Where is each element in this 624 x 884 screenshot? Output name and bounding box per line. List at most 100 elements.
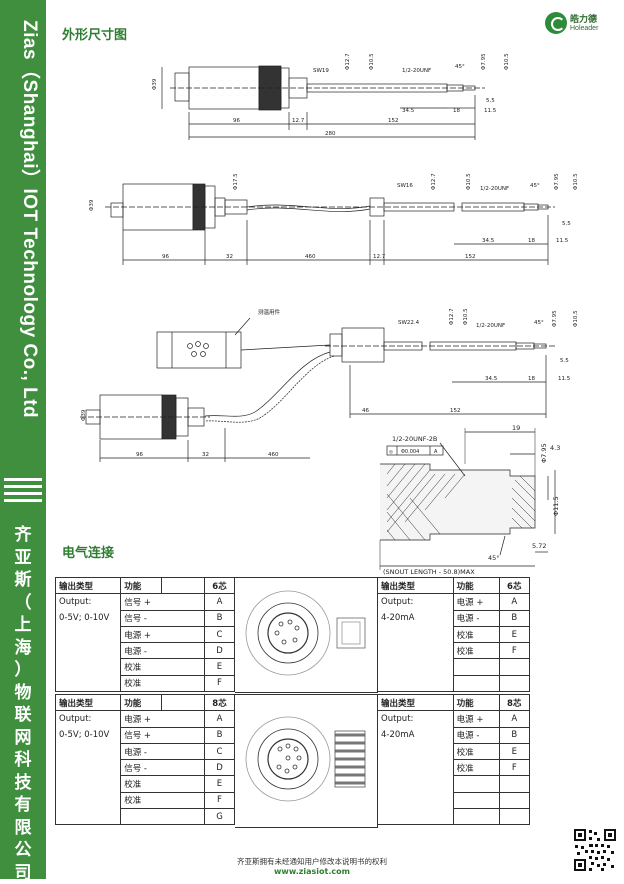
svg-text:Φ11.5: Φ11.5 xyxy=(552,496,560,516)
dim-d105b: Φ10.5 xyxy=(504,53,510,70)
svg-text:46: 46 xyxy=(362,408,369,414)
svg-text:152: 152 xyxy=(450,408,461,414)
company-name-char: 斯 xyxy=(6,569,40,592)
company-name-chinese: 齐亚斯（上海）物联网科技有限公司 xyxy=(6,524,40,884)
company-name-char: （ xyxy=(6,592,40,615)
drawing-2: Φ39 Φ17.5 SW16 Φ12.7 Φ10.5 1/2-20UNF 45°… xyxy=(89,173,579,265)
company-logo: 皓力德 Holeader xyxy=(545,12,620,36)
dim-d795: Φ7.95 xyxy=(481,53,487,70)
dim-5.5: 5.5 xyxy=(486,98,495,104)
section-title-dimensions: 外形尺寸图 xyxy=(62,24,127,43)
svg-text:32: 32 xyxy=(202,452,209,458)
logo-chinese: 皓力德 xyxy=(570,12,597,25)
svg-text:Φ17.5: Φ17.5 xyxy=(233,173,239,190)
dim-sw: SW19 xyxy=(313,68,329,74)
logo-mark-icon xyxy=(545,12,567,34)
dim-12.7: 12.7 xyxy=(292,118,305,124)
svg-text:11.5: 11.5 xyxy=(556,238,569,244)
svg-text:Φ0.004: Φ0.004 xyxy=(401,449,419,455)
sidebar: Zias（Shanghai）IOT Technology Co., Ltd 齐亚… xyxy=(0,0,46,879)
sidebar-stripes xyxy=(4,478,42,506)
svg-text:5.5: 5.5 xyxy=(562,221,571,227)
company-name-char: 网 xyxy=(6,727,40,750)
svg-text:18: 18 xyxy=(528,376,535,382)
connector-6pin-image xyxy=(235,577,378,693)
svg-text:460: 460 xyxy=(268,452,279,458)
svg-text:460: 460 xyxy=(305,254,316,260)
svg-text:4.3: 4.3 xyxy=(550,444,560,452)
svg-text:Φ7.95: Φ7.95 xyxy=(554,173,560,190)
svg-text:Φ10.5: Φ10.5 xyxy=(466,173,472,190)
drawing-3: 测温用件 SW22.4 Φ12.7 Φ10.5 1/2-20UNF 45° Φ7… xyxy=(80,308,579,462)
svg-text:1/2-20UNF: 1/2-20UNF xyxy=(480,186,509,192)
svg-text:152: 152 xyxy=(465,254,476,260)
logo-english: Holeader xyxy=(570,25,598,32)
svg-text:Φ39: Φ39 xyxy=(81,409,87,421)
company-name-char: 有 xyxy=(6,794,40,817)
dimension-drawings: Φ39 SW19 Φ12.7 Φ10.5 1/2-20UNF 45° Φ7.95… xyxy=(55,45,620,580)
svg-text:测温用件: 测温用件 xyxy=(258,308,281,316)
dim-d127: Φ12.7 xyxy=(345,53,351,70)
drawing-4-port-detail: ◎ Φ0.004 A 1/2-20UNF-2B 19 4.3 Φ7.95 Φ11… xyxy=(380,424,560,576)
svg-text:◎: ◎ xyxy=(389,450,393,455)
dim-152: 152 xyxy=(388,118,399,124)
svg-text:A: A xyxy=(434,449,438,455)
footer-url[interactable]: www.ziasiot.com xyxy=(0,867,624,876)
company-name-char: 物 xyxy=(6,682,40,705)
svg-text:Φ12.7: Φ12.7 xyxy=(449,308,455,325)
dim-thread: 1/2-20UNF xyxy=(402,68,431,74)
dim-d39: Φ39 xyxy=(152,78,158,90)
svg-text:Φ12.7: Φ12.7 xyxy=(431,173,437,190)
company-name-char: ） xyxy=(6,659,40,682)
svg-text:Φ10.5: Φ10.5 xyxy=(573,310,579,327)
svg-text:11.5: 11.5 xyxy=(558,376,571,382)
svg-text:(SNOUT LENGTH - 50.8)MAX: (SNOUT LENGTH - 50.8)MAX xyxy=(383,568,475,576)
svg-text:5.5: 5.5 xyxy=(560,358,569,364)
dim-angle: 45° xyxy=(455,64,465,70)
company-name-english: Zias（Shanghai）IOT Technology Co., Ltd xyxy=(18,20,45,418)
company-name-char: 齐 xyxy=(6,524,40,547)
svg-text:12.7: 12.7 xyxy=(373,254,386,260)
company-name-char: 联 xyxy=(6,704,40,727)
svg-text:45°: 45° xyxy=(534,320,544,326)
svg-text:Φ39: Φ39 xyxy=(89,199,95,211)
svg-text:19: 19 xyxy=(512,424,520,432)
svg-text:Φ10.5: Φ10.5 xyxy=(463,308,469,325)
svg-text:1/2-20UNF-2B: 1/2-20UNF-2B xyxy=(392,435,437,443)
footer-notice: 齐亚斯拥有未经通知用户修改本说明书的权利 xyxy=(237,857,387,866)
company-name-char: 海 xyxy=(6,637,40,660)
company-name-char: 限 xyxy=(6,817,40,840)
svg-text:SW16: SW16 xyxy=(397,183,413,189)
company-name-char: 亚 xyxy=(6,547,40,570)
dim-18: 18 xyxy=(453,108,460,114)
dim-d105: Φ10.5 xyxy=(369,53,375,70)
company-name-char: 技 xyxy=(6,772,40,795)
svg-text:32: 32 xyxy=(226,254,233,260)
dim-96: 96 xyxy=(233,118,240,124)
connector-8pin-image xyxy=(235,694,378,828)
svg-text:Φ10.5: Φ10.5 xyxy=(573,173,579,190)
dim-280: 280 xyxy=(325,131,336,137)
drawing-1: Φ39 SW19 Φ12.7 Φ10.5 1/2-20UNF 45° Φ7.95… xyxy=(152,53,510,140)
svg-text:1/2-20UNF: 1/2-20UNF xyxy=(476,323,505,329)
svg-text:96: 96 xyxy=(136,452,143,458)
dim-34.5: 34.5 xyxy=(402,108,415,114)
company-name-char: 上 xyxy=(6,614,40,637)
svg-text:34.5: 34.5 xyxy=(482,238,495,244)
company-name-char: 科 xyxy=(6,749,40,772)
svg-text:45°: 45° xyxy=(488,554,500,562)
svg-text:18: 18 xyxy=(528,238,535,244)
svg-text:96: 96 xyxy=(162,254,169,260)
svg-text:34.5: 34.5 xyxy=(485,376,498,382)
svg-text:Φ7.95: Φ7.95 xyxy=(552,310,558,327)
footer: 齐亚斯拥有未经通知用户修改本说明书的权利 www.ziasiot.com xyxy=(0,856,624,876)
svg-text:SW22.4: SW22.4 xyxy=(398,320,420,326)
dim-11.5: 11.5 xyxy=(484,108,497,114)
svg-text:45°: 45° xyxy=(530,183,540,189)
svg-text:5.72: 5.72 xyxy=(532,542,546,550)
svg-text:Φ7.95: Φ7.95 xyxy=(540,443,548,463)
